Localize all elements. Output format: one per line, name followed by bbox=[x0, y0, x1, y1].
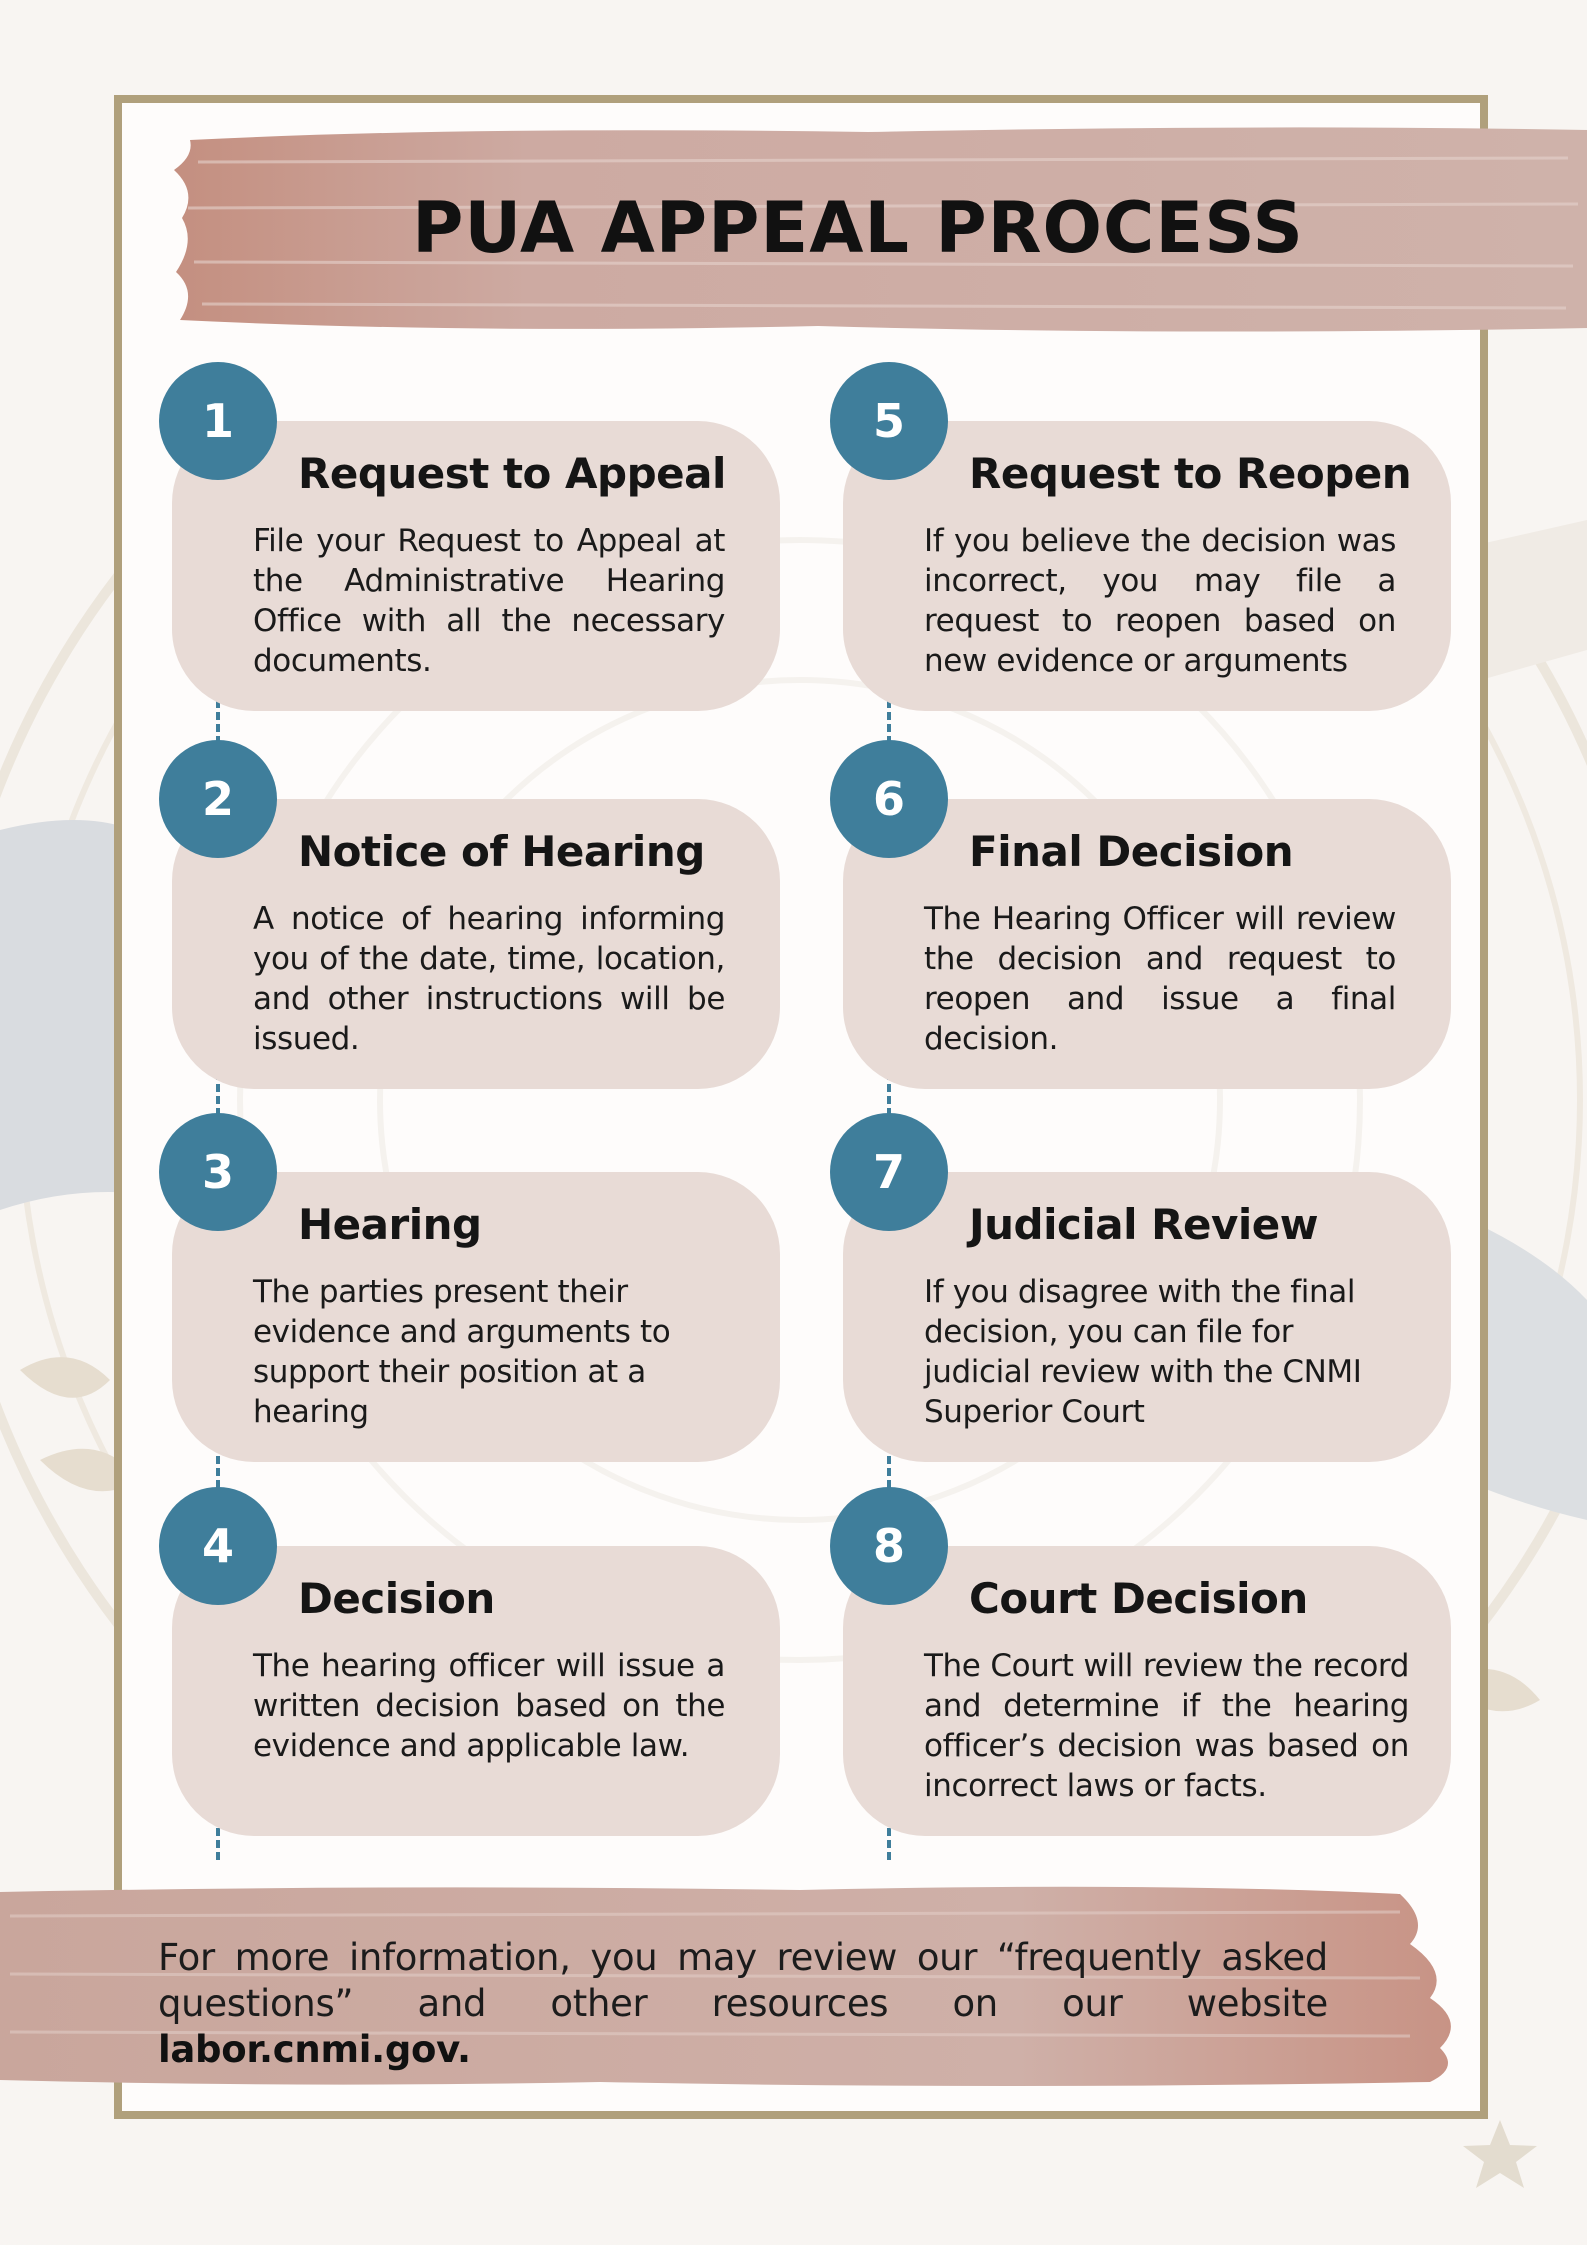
step-title: Court Decision bbox=[969, 1574, 1308, 1623]
step-number-5: 5 bbox=[830, 362, 948, 480]
step-title: Final Decision bbox=[969, 827, 1294, 876]
step-card-request-to-appeal: Request to Appeal File your Request to A… bbox=[172, 421, 780, 711]
step-title: Hearing bbox=[298, 1200, 482, 1249]
website-link[interactable]: labor.cnmi.gov. bbox=[158, 2028, 471, 2071]
step-description: File your Request to Appeal at the Admin… bbox=[253, 523, 725, 679]
step-title: Judicial Review bbox=[969, 1200, 1319, 1249]
step-number-4: 4 bbox=[159, 1487, 277, 1605]
step-number-7: 7 bbox=[830, 1113, 948, 1231]
step-card-court-decision: Court Decision The Court will review the… bbox=[843, 1546, 1451, 1836]
footer-brush-stroke bbox=[0, 1886, 1451, 2086]
step-title: Decision bbox=[298, 1574, 495, 1623]
step-card-judicial-review: Judicial Review If you disagree with the… bbox=[843, 1172, 1451, 1462]
step-card-final-decision: Final Decision The Hearing Officer will … bbox=[843, 799, 1451, 1089]
step-description: The parties present their evidence and a… bbox=[253, 1274, 671, 1430]
step-card-decision: Decision The hearing officer will issue … bbox=[172, 1546, 780, 1836]
footer-text: For more information, you may review our… bbox=[158, 1936, 1328, 2025]
step-number-8: 8 bbox=[830, 1487, 948, 1605]
step-description: A notice of hearing informing you of the… bbox=[253, 901, 725, 1057]
page-title: PUA APPEAL PROCESS bbox=[412, 187, 1304, 269]
title-brush-stroke bbox=[174, 127, 1587, 332]
step-number-1: 1 bbox=[159, 362, 277, 480]
step-description: The Hearing Officer will review the deci… bbox=[924, 901, 1396, 1057]
step-card-hearing: Hearing The parties present their eviden… bbox=[172, 1172, 780, 1462]
step-number-3: 3 bbox=[159, 1113, 277, 1231]
step-description: The hearing officer will issue a written… bbox=[253, 1648, 725, 1764]
step-description: If you believe the decision was incorrec… bbox=[924, 523, 1396, 679]
step-description: If you disagree with the final decision,… bbox=[924, 1274, 1362, 1430]
step-title: Notice of Hearing bbox=[298, 827, 705, 876]
step-title: Request to Reopen bbox=[969, 449, 1412, 498]
footer-info: For more information, you may review our… bbox=[158, 1935, 1328, 2073]
step-card-request-to-reopen: Request to Reopen If you believe the dec… bbox=[843, 421, 1451, 711]
step-description: The Court will review the record and det… bbox=[924, 1648, 1409, 1804]
step-number-6: 6 bbox=[830, 740, 948, 858]
step-card-notice-of-hearing: Notice of Hearing A notice of hearing in… bbox=[172, 799, 780, 1089]
step-title: Request to Appeal bbox=[298, 449, 726, 498]
step-number-2: 2 bbox=[159, 740, 277, 858]
